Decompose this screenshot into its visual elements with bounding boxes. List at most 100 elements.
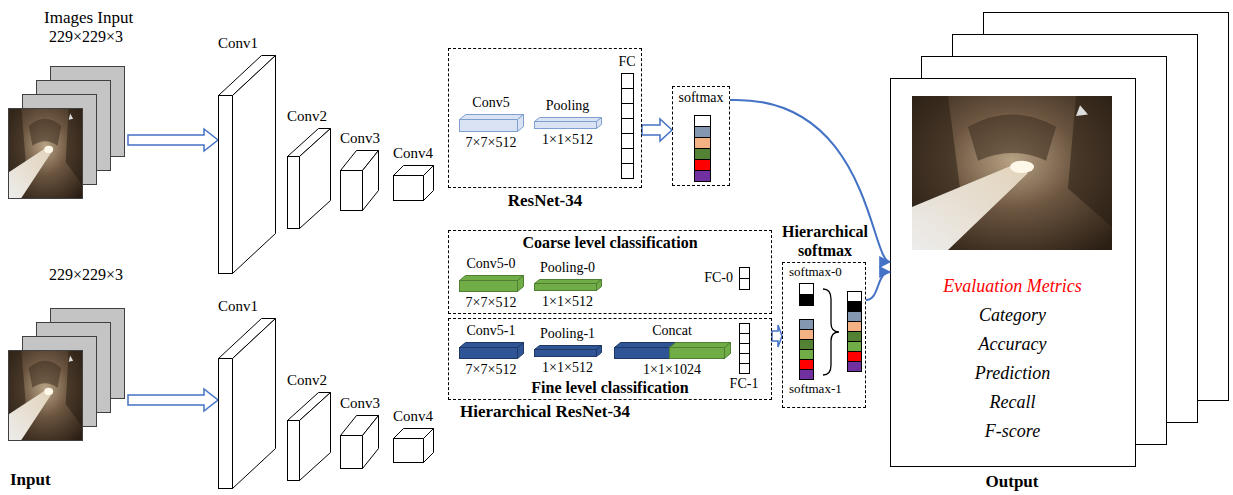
block-shape: [287, 392, 332, 482]
block-front: [394, 176, 424, 201]
block-shape: [534, 345, 603, 358]
block-top: [460, 276, 524, 281]
layer-label: Concat: [652, 323, 692, 339]
block-top: [460, 115, 524, 120]
vector-cells: [739, 323, 751, 375]
block-top: [615, 343, 676, 348]
layer-label: Conv2: [287, 372, 327, 389]
layer-label: Conv4: [393, 145, 433, 162]
block-front: [460, 281, 518, 292]
feature-bar: Concat1×1×1024: [614, 342, 730, 358]
block-side: [363, 416, 379, 469]
block-top: [535, 280, 602, 284]
layer-label: Pooling-0: [540, 260, 595, 276]
layer-label: Conv5: [472, 95, 509, 111]
input-caption: 229×229×3: [4, 28, 128, 46]
network-panel: Hierarchical softmaxsoftmax-0softmax-1: [782, 262, 866, 408]
vector-cells: [621, 73, 635, 180]
layer-label: softmax-1: [789, 382, 842, 397]
vector-cell: [848, 332, 862, 342]
block-front: [219, 359, 233, 489]
metric-name: F-score: [890, 421, 1135, 442]
input-stack-bottom: [8, 309, 125, 441]
layer-label: Conv1: [218, 35, 258, 52]
layer-label: Conv2: [287, 108, 327, 125]
block-shape: [459, 275, 525, 293]
block-side: [597, 280, 602, 291]
vector-cell: [740, 279, 750, 290]
block-shape: [340, 150, 380, 212]
block-top: [535, 118, 602, 122]
block-side: [300, 129, 331, 229]
vector-cell: [622, 164, 634, 179]
vector-cells: [799, 319, 815, 381]
conv-block: Conv3: [340, 415, 378, 468]
caption-label: Output: [986, 472, 1039, 492]
dimension-label: 1×1×512: [542, 294, 593, 310]
block-front: [670, 348, 725, 359]
feature-bar: Pooling-11×1×512: [534, 345, 601, 356]
vector-cell: [800, 340, 814, 350]
panel-heading: Hierarchical softmax: [777, 223, 873, 260]
network-panel: Fine level classification Conv5-17×7×512 P…: [448, 318, 772, 400]
panel-heading: Fine level classification: [449, 379, 771, 397]
block-side: [518, 343, 524, 359]
feature-bar: Conv5-17×7×512: [459, 342, 523, 358]
block-top: [535, 346, 602, 350]
block-side: [518, 276, 524, 292]
caption-label: Hierarchical ResNet-34: [460, 402, 630, 422]
block-shape: [393, 165, 435, 202]
output-page: Evaluation MetricsCategoryAccuracyPredic…: [890, 78, 1135, 466]
vector-cell: [800, 320, 814, 330]
vector-cell: [740, 268, 750, 279]
block-top: [670, 343, 731, 348]
block-side: [233, 319, 276, 489]
softmax-label: softmax: [673, 90, 729, 106]
input-caption: Images Input: [4, 8, 128, 28]
block-side: [233, 56, 276, 274]
block-side: [424, 429, 434, 463]
vector-cell: [622, 149, 634, 164]
block-shape: [459, 114, 525, 133]
vector-cell: [848, 362, 862, 372]
block-shape: [287, 128, 332, 230]
vector-cell: [848, 302, 862, 312]
layer-label: FC-0: [704, 270, 733, 286]
vector-column: softmax-0: [799, 283, 813, 305]
conv-block: Conv2: [287, 392, 330, 480]
layer-label: softmax-0: [789, 265, 842, 280]
network-panel: Coarse level classificationConv5-07×7×51…: [448, 230, 772, 314]
conv-block: Conv4: [393, 428, 433, 462]
dimension-label: 7×7×512: [466, 135, 517, 151]
dimension-label: 7×7×512: [466, 362, 517, 378]
feature-bar: Conv5-07×7×512: [459, 275, 523, 291]
block-shape: [614, 342, 732, 360]
block-arrow: [772, 325, 782, 347]
vector-cell: [800, 330, 814, 340]
vector-cells: [739, 267, 751, 291]
vector-cell: [800, 295, 814, 306]
caption-label: Input: [10, 470, 51, 490]
input-stack-top: [8, 67, 125, 199]
vector-cells: [847, 291, 863, 373]
block-top: [460, 343, 524, 348]
layer-label: Conv3: [340, 130, 380, 147]
layer-label: Conv3: [340, 395, 380, 412]
block-shape: [218, 318, 277, 490]
vector-cell: [695, 116, 711, 127]
block-side: [725, 343, 731, 359]
vector-column: FC-1: [739, 323, 749, 373]
conv-block: Conv3: [340, 150, 378, 210]
layer-label: Conv5-0: [467, 256, 516, 272]
vector-cell: [800, 284, 814, 295]
feature-bar: Pooling-01×1×512: [534, 279, 601, 290]
network-panel: ResNet-34Conv57×7×512Pooling1×1×512FC: [448, 48, 642, 188]
block-front: [288, 157, 300, 229]
vector-cell: [622, 119, 634, 134]
vector-column: softmax-1: [799, 319, 813, 379]
layer-label: FC: [618, 54, 635, 70]
block-shape: [218, 55, 277, 275]
metrics-heading: Evaluation Metrics: [890, 276, 1135, 297]
vector-cell: [848, 292, 862, 302]
block-arrow: [128, 389, 218, 411]
